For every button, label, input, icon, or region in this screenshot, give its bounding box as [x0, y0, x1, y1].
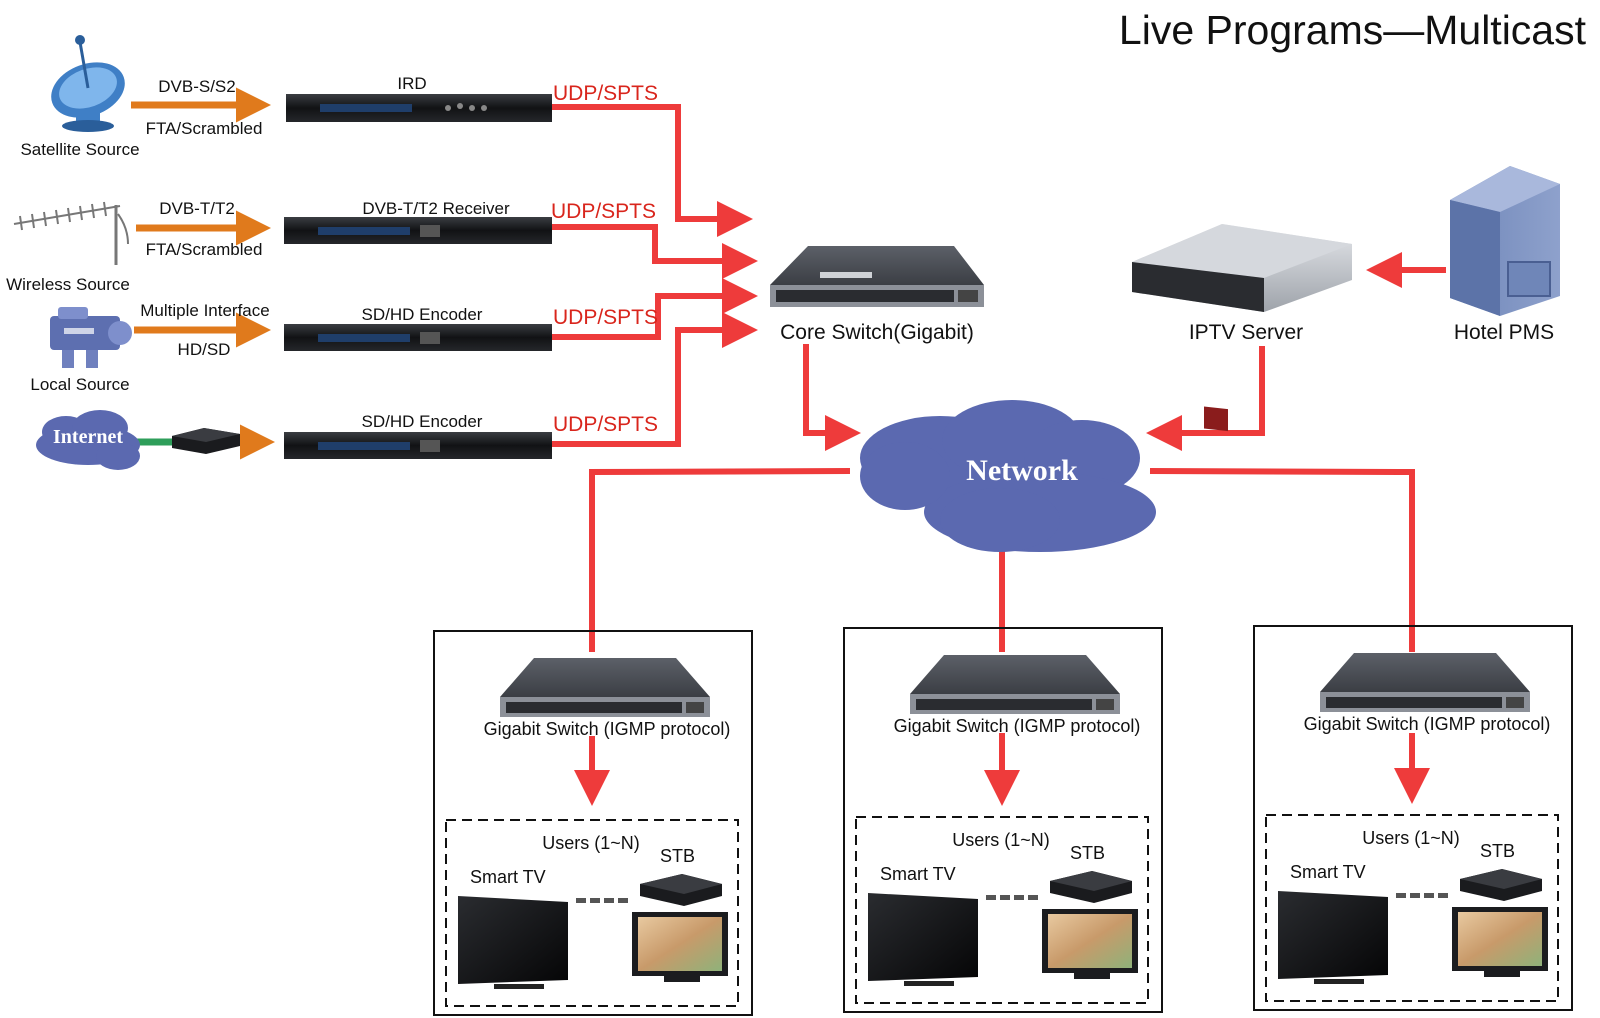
- hotel-pms-label: Hotel PMS: [1454, 321, 1554, 344]
- users-frame: [1265, 814, 1559, 1002]
- branch-frame: [433, 630, 753, 1016]
- users-label: Users (1~N): [542, 833, 640, 853]
- network-label: Network: [966, 454, 1078, 487]
- network-links: [574, 252, 1446, 806]
- udp-label-encoder-local: UDP/SPTS: [553, 306, 658, 329]
- link-network-branch1: [589, 468, 851, 652]
- wireless-signal-bottom: FTA/Scrambled: [146, 240, 263, 259]
- gigabit-switch-label: Gigabit Switch (IGMP protocol): [894, 716, 1141, 736]
- core-switch-label: Core Switch(Gigabit): [780, 321, 974, 344]
- device-ellipsis: [576, 898, 628, 903]
- local-signal-bottom: HD/SD: [178, 340, 231, 359]
- link-server-network: [1146, 346, 1265, 451]
- branch-frame: [843, 627, 1163, 1013]
- branches: Gigabit Switch (IGMP protocol) Users (1~N…: [433, 625, 1573, 1016]
- local-source-label: Local Source: [30, 375, 129, 394]
- internet-label: Internet: [53, 426, 123, 448]
- smart-tv-label: Smart TV: [880, 864, 956, 884]
- udp-label-ird: UDP/SPTS: [553, 82, 658, 105]
- gigabit-switch-icon: [500, 658, 710, 717]
- set-top-box-icon: [172, 428, 240, 454]
- stb-icon: [1050, 871, 1132, 903]
- device-ellipsis: [986, 895, 1038, 900]
- link-encoder2-core: [552, 312, 758, 447]
- users-label: Users (1~N): [1362, 828, 1460, 848]
- tv-screen-icon: [1042, 909, 1138, 979]
- encoder-local-device: [284, 324, 552, 351]
- wireless-source-label: Wireless Source: [6, 275, 130, 294]
- smart-tv-label: Smart TV: [1290, 862, 1366, 882]
- tv-screen-icon: [1452, 907, 1548, 977]
- branch-1: Gigabit Switch (IGMP protocol) Users (1~N…: [433, 630, 753, 1016]
- ird-device: [286, 94, 552, 122]
- stb-label: STB: [1070, 843, 1105, 863]
- users-label: Users (1~N): [952, 830, 1050, 850]
- dvbt-receiver-label: DVB-T/T2 Receiver: [362, 199, 510, 218]
- satellite-signal-top: DVB-S/S2: [158, 77, 235, 96]
- stb-icon: [1460, 869, 1542, 901]
- smart-tv-icon: [1278, 891, 1388, 984]
- encoder-internet-device: [284, 432, 552, 459]
- encoder-internet-label: SD/HD Encoder: [362, 412, 483, 431]
- internet-cloud-icon: [36, 410, 140, 470]
- hotel-pms-icon: [1450, 166, 1560, 316]
- iptv-server-label: IPTV Server: [1189, 321, 1303, 344]
- antenna-icon: [13, 201, 129, 265]
- udp-label-dvbt: UDP/SPTS: [551, 200, 656, 223]
- stb-icon: [640, 874, 722, 906]
- ird-label: IRD: [397, 74, 426, 93]
- gigabit-switch-icon: [1320, 653, 1530, 712]
- camera-icon: [50, 307, 132, 368]
- branch-2: Gigabit Switch (IGMP protocol) Users (1~N…: [843, 627, 1163, 1013]
- udp-label-encoder-internet: UDP/SPTS: [553, 413, 658, 436]
- gigabit-switch-label: Gigabit Switch (IGMP protocol): [1304, 714, 1551, 734]
- wireless-signal-top: DVB-T/T2: [159, 199, 235, 218]
- gigabit-switch-icon: [910, 655, 1120, 714]
- smart-tv-icon: [458, 896, 568, 989]
- smart-tv-icon: [868, 893, 978, 986]
- stb-label: STB: [660, 846, 695, 866]
- encoder-local-label: SD/HD Encoder: [362, 305, 483, 324]
- source-arrows: [131, 87, 275, 460]
- branch-frame: [1253, 625, 1573, 1011]
- udp-links: [552, 104, 758, 447]
- satellite-dish-icon: [51, 35, 125, 132]
- stb-label: STB: [1480, 841, 1515, 861]
- tv-screen-icon: [632, 912, 728, 982]
- local-signal-top: Multiple Interface: [140, 301, 269, 320]
- satellite-signal-bottom: FTA/Scrambled: [146, 119, 263, 138]
- link-ird-core: [552, 104, 753, 237]
- diagram-title: Live Programs—Multicast: [1119, 7, 1587, 53]
- smart-tv-label: Smart TV: [470, 867, 546, 887]
- dvbt-receiver-device: [284, 217, 552, 244]
- network-cloud-icon: [860, 400, 1156, 552]
- core-switch-icon: [770, 246, 984, 307]
- gigabit-switch-label: Gigabit Switch (IGMP protocol): [484, 719, 731, 739]
- users-frame: [855, 816, 1149, 1004]
- satellite-source-label: Satellite Source: [20, 140, 139, 159]
- branch-3: Gigabit Switch (IGMP protocol) Users (1~N…: [1253, 625, 1573, 1011]
- link-dvbt-core: [552, 224, 758, 279]
- iptv-server-icon: [1132, 224, 1352, 432]
- link-network-branch3: [1149, 468, 1415, 652]
- link-core-network: [803, 344, 861, 451]
- device-ellipsis: [1396, 893, 1448, 898]
- link-encoder1-core: [552, 278, 758, 340]
- users-frame: [445, 819, 739, 1007]
